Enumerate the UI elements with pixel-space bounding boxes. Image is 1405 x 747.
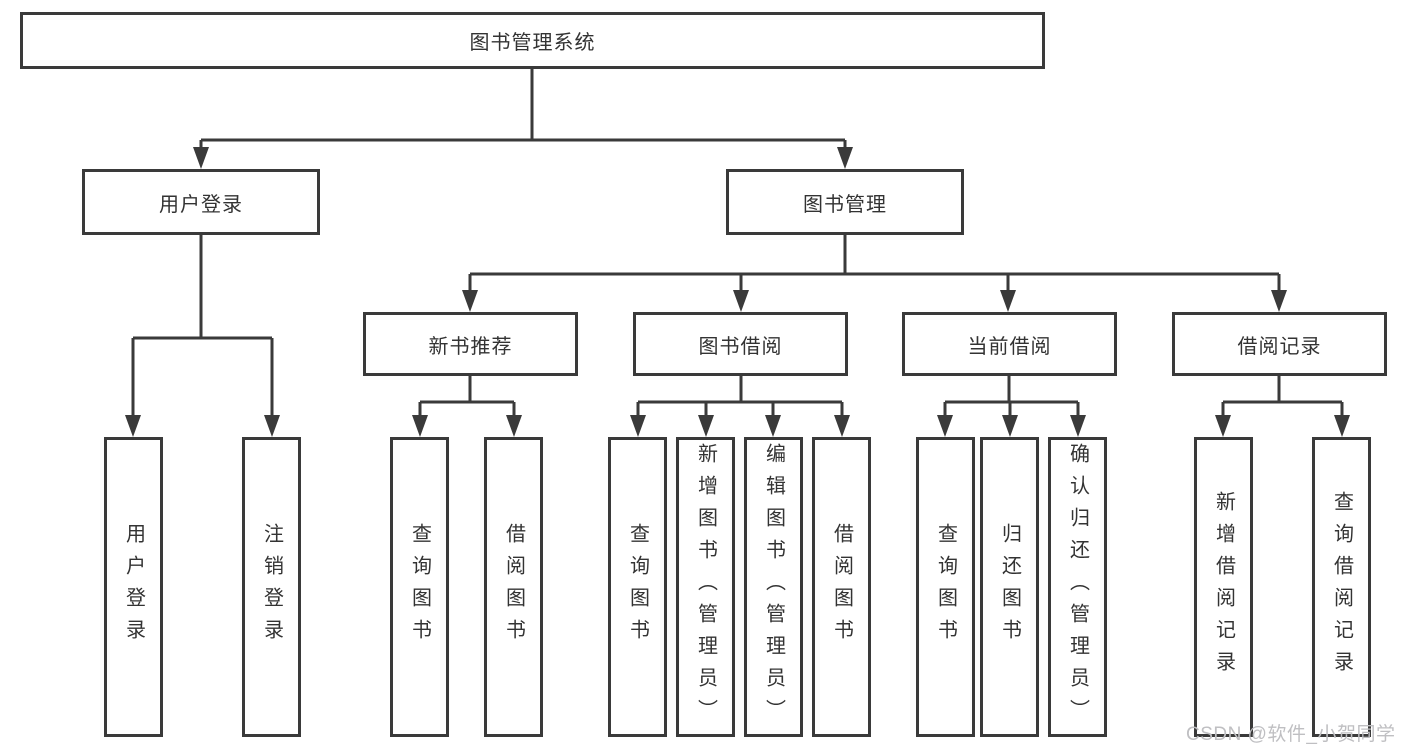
node-label: 查询借阅记录 <box>1330 491 1353 683</box>
leaf-borrow-add-book-admin: 新增图书（管理员） <box>676 437 735 737</box>
node-label: 新增图书（管理员） <box>694 443 717 731</box>
leaf-recommend-query-book: 查询图书 <box>390 437 449 737</box>
node-library-management-system: 图书管理系统 <box>20 12 1045 69</box>
node-user-login: 用户登录 <box>82 169 320 235</box>
leaf-borrow-edit-book-admin: 编辑图书（管理员） <box>744 437 803 737</box>
node-label: 编辑图书（管理员） <box>762 443 785 731</box>
node-label: 借阅图书 <box>502 523 525 651</box>
leaf-borrow-borrow-book: 借阅图书 <box>812 437 871 737</box>
leaf-current-confirm-return-admin: 确认归还（管理员） <box>1048 437 1107 737</box>
node-book-borrow: 图书借阅 <box>633 312 848 376</box>
node-label: 确认归还（管理员） <box>1066 443 1089 731</box>
leaf-record-query-borrow-record: 查询借阅记录 <box>1312 437 1371 737</box>
node-new-book-recommend: 新书推荐 <box>363 312 578 376</box>
node-label: 新增借阅记录 <box>1212 491 1235 683</box>
node-label: 归还图书 <box>998 523 1021 651</box>
connector-record-to-leaves <box>1221 376 1344 421</box>
node-label: 借阅记录 <box>1237 335 1322 358</box>
leaf-current-return-book: 归还图书 <box>980 437 1039 737</box>
node-label: 查询图书 <box>934 523 957 651</box>
node-label: 新书推荐 <box>428 335 513 358</box>
connector-bookmgmt-to-level3 <box>468 235 1281 294</box>
node-label: 注销登录 <box>260 523 283 651</box>
csdn-watermark: CSDN @软件_小贺同学 <box>1186 724 1396 745</box>
connector-userlogin-to-leaves <box>131 235 274 421</box>
connector-borrow-to-leaves <box>636 376 844 421</box>
node-label: 借阅图书 <box>830 523 853 651</box>
node-label: 查询图书 <box>626 523 649 651</box>
node-book-management: 图书管理 <box>726 169 964 235</box>
node-label: 用户登录 <box>122 523 145 651</box>
leaf-current-query-book: 查询图书 <box>916 437 975 737</box>
node-label: 查询图书 <box>408 523 431 651</box>
node-current-borrow: 当前借阅 <box>902 312 1117 376</box>
arrowheads <box>125 147 1350 437</box>
node-label: 图书借阅 <box>698 335 783 358</box>
leaf-user-login: 用户登录 <box>104 437 163 737</box>
node-label: 图书管理系统 <box>469 32 596 54</box>
connector-recommend-to-leaves <box>418 376 516 421</box>
leaf-logout: 注销登录 <box>242 437 301 737</box>
node-label: 用户登录 <box>159 193 243 216</box>
leaf-record-add-borrow-record: 新增借阅记录 <box>1194 437 1253 737</box>
node-borrow-record: 借阅记录 <box>1172 312 1387 376</box>
node-label: 图书管理 <box>803 193 887 216</box>
leaf-recommend-borrow-book: 借阅图书 <box>484 437 543 737</box>
connector-current-to-leaves <box>943 376 1080 421</box>
connector-root-to-level2 <box>199 69 847 150</box>
node-label: 当前借阅 <box>967 335 1052 358</box>
leaf-borrow-query-book: 查询图书 <box>608 437 667 737</box>
